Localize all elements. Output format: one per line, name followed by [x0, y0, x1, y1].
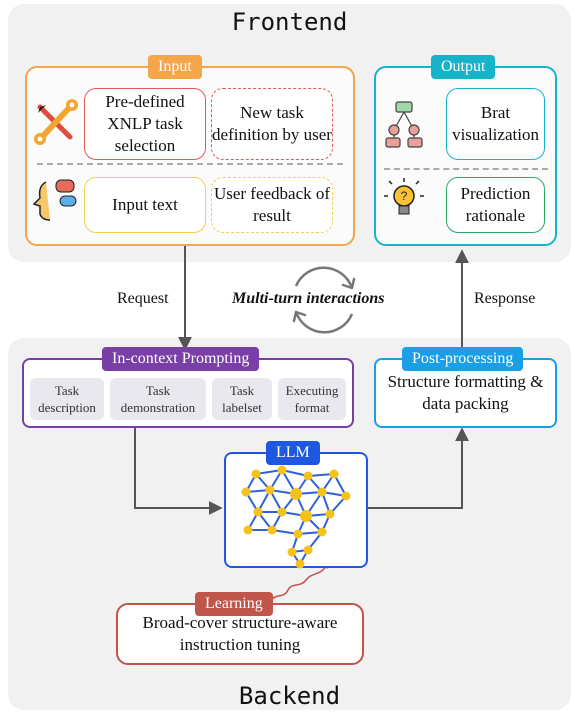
network-node [277, 465, 287, 475]
response-label: Response [474, 290, 536, 307]
new-task-box: New task definition by user [211, 88, 333, 160]
cycle-icon [292, 266, 356, 334]
llm-box [224, 452, 368, 568]
network-node [329, 469, 339, 479]
network-node [287, 547, 297, 557]
postprocess-tag: Post-processing [402, 347, 524, 371]
network-node [317, 527, 327, 537]
chip-task-demonstration: Task demonstration [110, 378, 206, 420]
predefined-task-box: Pre-defined XNLP task selection [84, 88, 206, 160]
chip-task-labelset: Task labelset [212, 378, 272, 420]
network-node [317, 487, 327, 497]
llm-tag: LLM [266, 441, 320, 465]
output-divider [384, 168, 548, 170]
network-node [241, 487, 251, 497]
input-text-box: Input text [84, 177, 206, 233]
prompting-tag: In-context Prompting [102, 347, 260, 371]
chip-executing-format: Executing format [278, 378, 346, 420]
svg-text:?: ? [401, 189, 408, 203]
network-node [265, 485, 275, 495]
input-divider [37, 163, 343, 165]
network-node [325, 509, 335, 519]
prediction-rationale-box: Prediction rationale [446, 177, 545, 233]
network-node [295, 559, 305, 569]
interaction-label: Multi-turn interactions [232, 290, 385, 307]
network-node [243, 525, 253, 535]
backend-title: Backend [238, 682, 341, 710]
output-tag: Output [431, 55, 496, 79]
network-node [341, 491, 351, 501]
user-feedback-box: User feedback of result [211, 177, 333, 233]
network-node [277, 507, 287, 517]
learning-tag: Learning [195, 592, 273, 616]
network-node [300, 510, 312, 522]
frontend-title: Frontend [231, 8, 348, 36]
brat-visualization-box: Brat visualization [446, 88, 545, 160]
network-node [253, 507, 263, 517]
network-node [303, 545, 313, 555]
network-node [290, 488, 302, 500]
network-node [303, 471, 313, 481]
chip-task-description: Task description [30, 378, 104, 420]
network-node [267, 525, 277, 535]
network-node [293, 529, 303, 539]
input-tag: Input [148, 55, 202, 79]
network-node [251, 469, 261, 479]
request-label: Request [117, 290, 169, 307]
